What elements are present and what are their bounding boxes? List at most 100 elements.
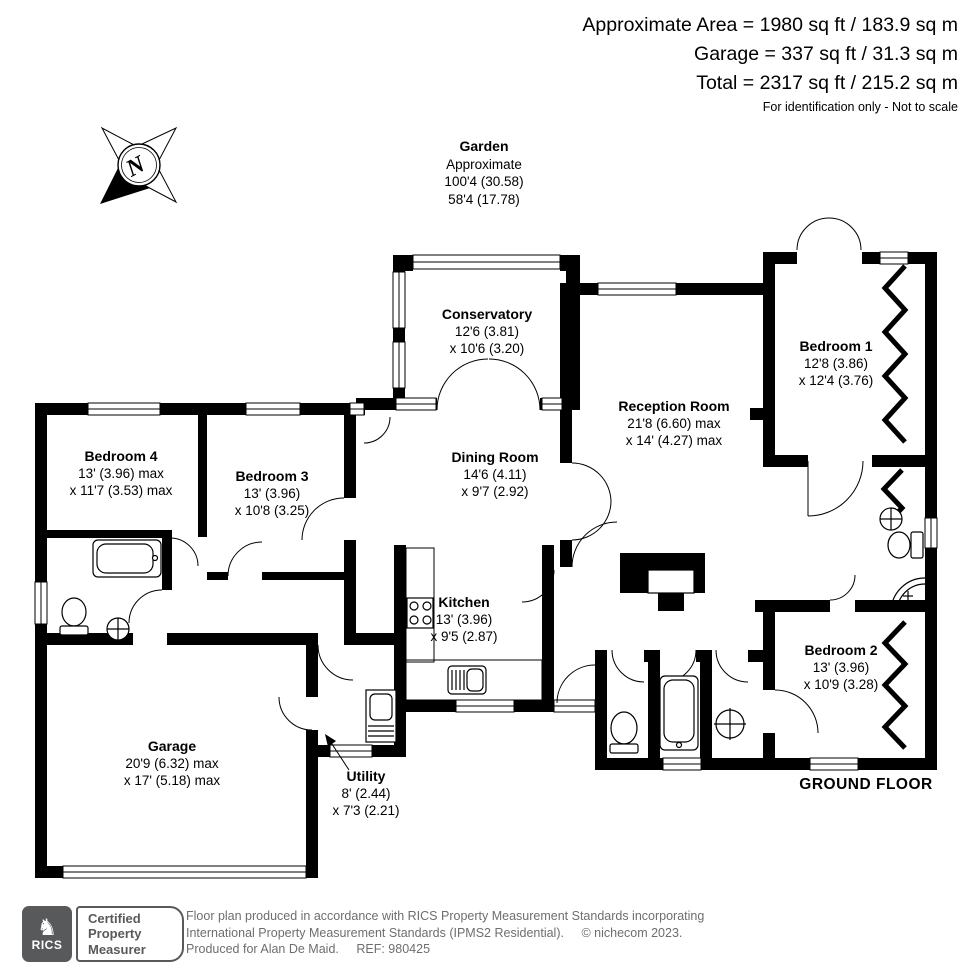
room-name: Bedroom 1 [799,338,873,354]
hall-opening-arc [301,497,345,541]
ensuite-toilet-icon [887,531,911,559]
bedroom1-wardrobe-zigzag [881,264,909,444]
room-dim: x 10'8 (3.25) [234,503,310,518]
toilet-icon [61,597,87,627]
room-label-bedroom2: Bedroom 2 13' (3.96) x 10'9 (3.28) [804,642,879,693]
produced-for-text: Produced for Alan De Maid. [186,942,339,956]
wc-toilet-icon [610,711,638,745]
badge-line1: Certified [88,910,141,926]
utility-leader-arrow [325,734,350,771]
room-name: Kitchen [438,594,490,610]
shower-room-door-arc [715,649,749,683]
garden-label: Garden Approximate 100'4 (30.58) 58'4 (1… [444,138,523,208]
garage-door-arc [278,696,313,731]
room-dim: 13' (3.96) [243,486,301,501]
credit-line2: International Property Measurement Stand… [186,925,564,940]
room-label-garage: Garage 20'9 (6.32) max x 17' (5.18) max [124,738,220,789]
rics-wordmark: RICS [31,938,63,952]
wardrobe-zigzags [880,264,909,750]
room-name: Reception Room [618,398,730,414]
total-area-line: Total = 2317 sq ft / 215.2 sq m [696,72,958,94]
room-label-bedroom3: Bedroom 3 13' (3.96) x 10'8 (3.25) [235,468,310,519]
compass-icon: N [100,126,178,204]
fixtures-layer [59,507,926,754]
credit-line1: Floor plan produced in accordance with R… [186,909,705,923]
certified-property-measurer-badge: Certified Property Measurer [76,906,184,962]
conservatory-door-arc-right [488,358,541,411]
garden-line1: Approximate [446,156,522,172]
room-dim: x 10'6 (3.20) [449,341,525,356]
room-dim: x 14' (4.27) max [625,433,723,448]
badge-line2: Property [88,926,142,942]
room-dim: 8' (2.44) [341,786,391,801]
chimney-notch [647,569,695,594]
room-dim: 13' (3.96) [435,612,493,627]
room-label-bedroom4: Bedroom 4 13' (3.96) max x 11'7 (3.53) m… [70,448,173,499]
reception-hall-door-arc [571,521,618,568]
corner-shower-icon [890,577,926,613]
room-dim: x 9'7 (2.92) [461,484,529,499]
badge-line3: Measurer [88,941,146,957]
rics-logo: ♞ RICS [22,906,72,962]
area-summary: Approximate Area = 1980 sq ft / 183.9 sq… [582,11,958,98]
bedroom4-door-arc [169,537,199,567]
approx-area-line: Approximate Area = 1980 sq ft / 183.9 sq… [582,14,958,36]
garden-line2: 100'4 (30.58) [444,174,524,189]
room-label-kitchen: Kitchen 13' (3.96) x 9'5 (2.87) [430,594,497,645]
garage-area-line: Garage = 337 sq ft / 31.3 sq m [694,43,958,65]
kitchen-counter [405,547,435,663]
garden-line3: 58'4 (17.78) [448,191,520,207]
bedroom1-french-door-arc-left [796,217,830,251]
windows-layer [34,251,938,879]
room-dim: 13' (3.96) [812,660,870,675]
room-dim: 20'9 (6.32) max [125,756,219,771]
conservatory-door-arc-left [436,358,489,411]
rics-lion-icon: ♞ [36,914,58,940]
room-label-conservatory: Conservatory 12'6 (3.81) x 10'6 (3.20) [442,306,532,357]
bedroom2-door-arc [774,689,819,734]
room-dim: 21'8 (6.60) max [627,416,721,431]
bedroom2-wardrobe-zigzag [881,620,909,750]
bedroom1-french-door-arc-right [828,217,862,251]
room-label-bedroom1: Bedroom 1 12'8 (3.86) x 12'4 (3.76) [799,338,874,389]
footer: ♞ RICS Certified Property Measurer Floor… [0,898,975,975]
room-label-reception: Reception Room 21'8 (6.60) max x 14' (4.… [618,398,729,449]
front-door-arc [363,416,391,444]
doors-layer [128,217,864,734]
back-door-arc [556,664,596,704]
kitchen-door-arc [521,569,555,603]
room-name: Conservatory [441,306,533,322]
room-name: Utility [346,768,386,784]
room-name: Garage [147,738,197,754]
dining-reception-door-arc-top [571,462,612,503]
room-dim: x 11'7 (3.53) max [69,483,173,498]
room-dim: 12'8 (3.86) [803,356,869,371]
dining-reception-door-arc-bottom [571,500,612,541]
bedroom-corridor-door-arc [807,460,864,517]
floor-title: GROUND FLOOR [799,776,933,793]
utility-door-arc [317,644,354,681]
room-dim: 12'6 (3.81) [454,324,520,339]
garden-title: Garden [459,138,509,154]
room-dim: x 12'4 (3.76) [798,373,874,388]
room-name: Bedroom 4 [84,448,158,464]
room-dim: x 10'9 (3.28) [803,677,879,692]
room-dim: x 7'3 (2.21) [332,803,400,818]
room-dim: x 9'5 (2.87) [430,629,498,644]
wc-door-arc [611,649,645,683]
room-dim: x 17' (5.18) max [123,773,221,788]
room-name: Bedroom 2 [804,642,878,658]
room-dim: 14'6 (4.11) [463,467,527,482]
reference-number: REF: 980425 [356,942,431,956]
room-label-dining: Dining Room 14'6 (4.11) x 9'7 (2.92) [451,449,538,500]
compass-north-arrow [100,168,150,204]
bedroom3-door-arc [227,541,263,577]
copyright-text: © nichecom 2023. [581,925,683,940]
room-dim: 13' (3.96) max [78,466,164,481]
ensuite-door-arc [829,574,856,601]
room-name: Dining Room [451,449,539,465]
footer-credits: Floor plan produced in accordance with R… [186,908,704,958]
disclaimer-text: For identification only - Not to scale [762,100,958,114]
